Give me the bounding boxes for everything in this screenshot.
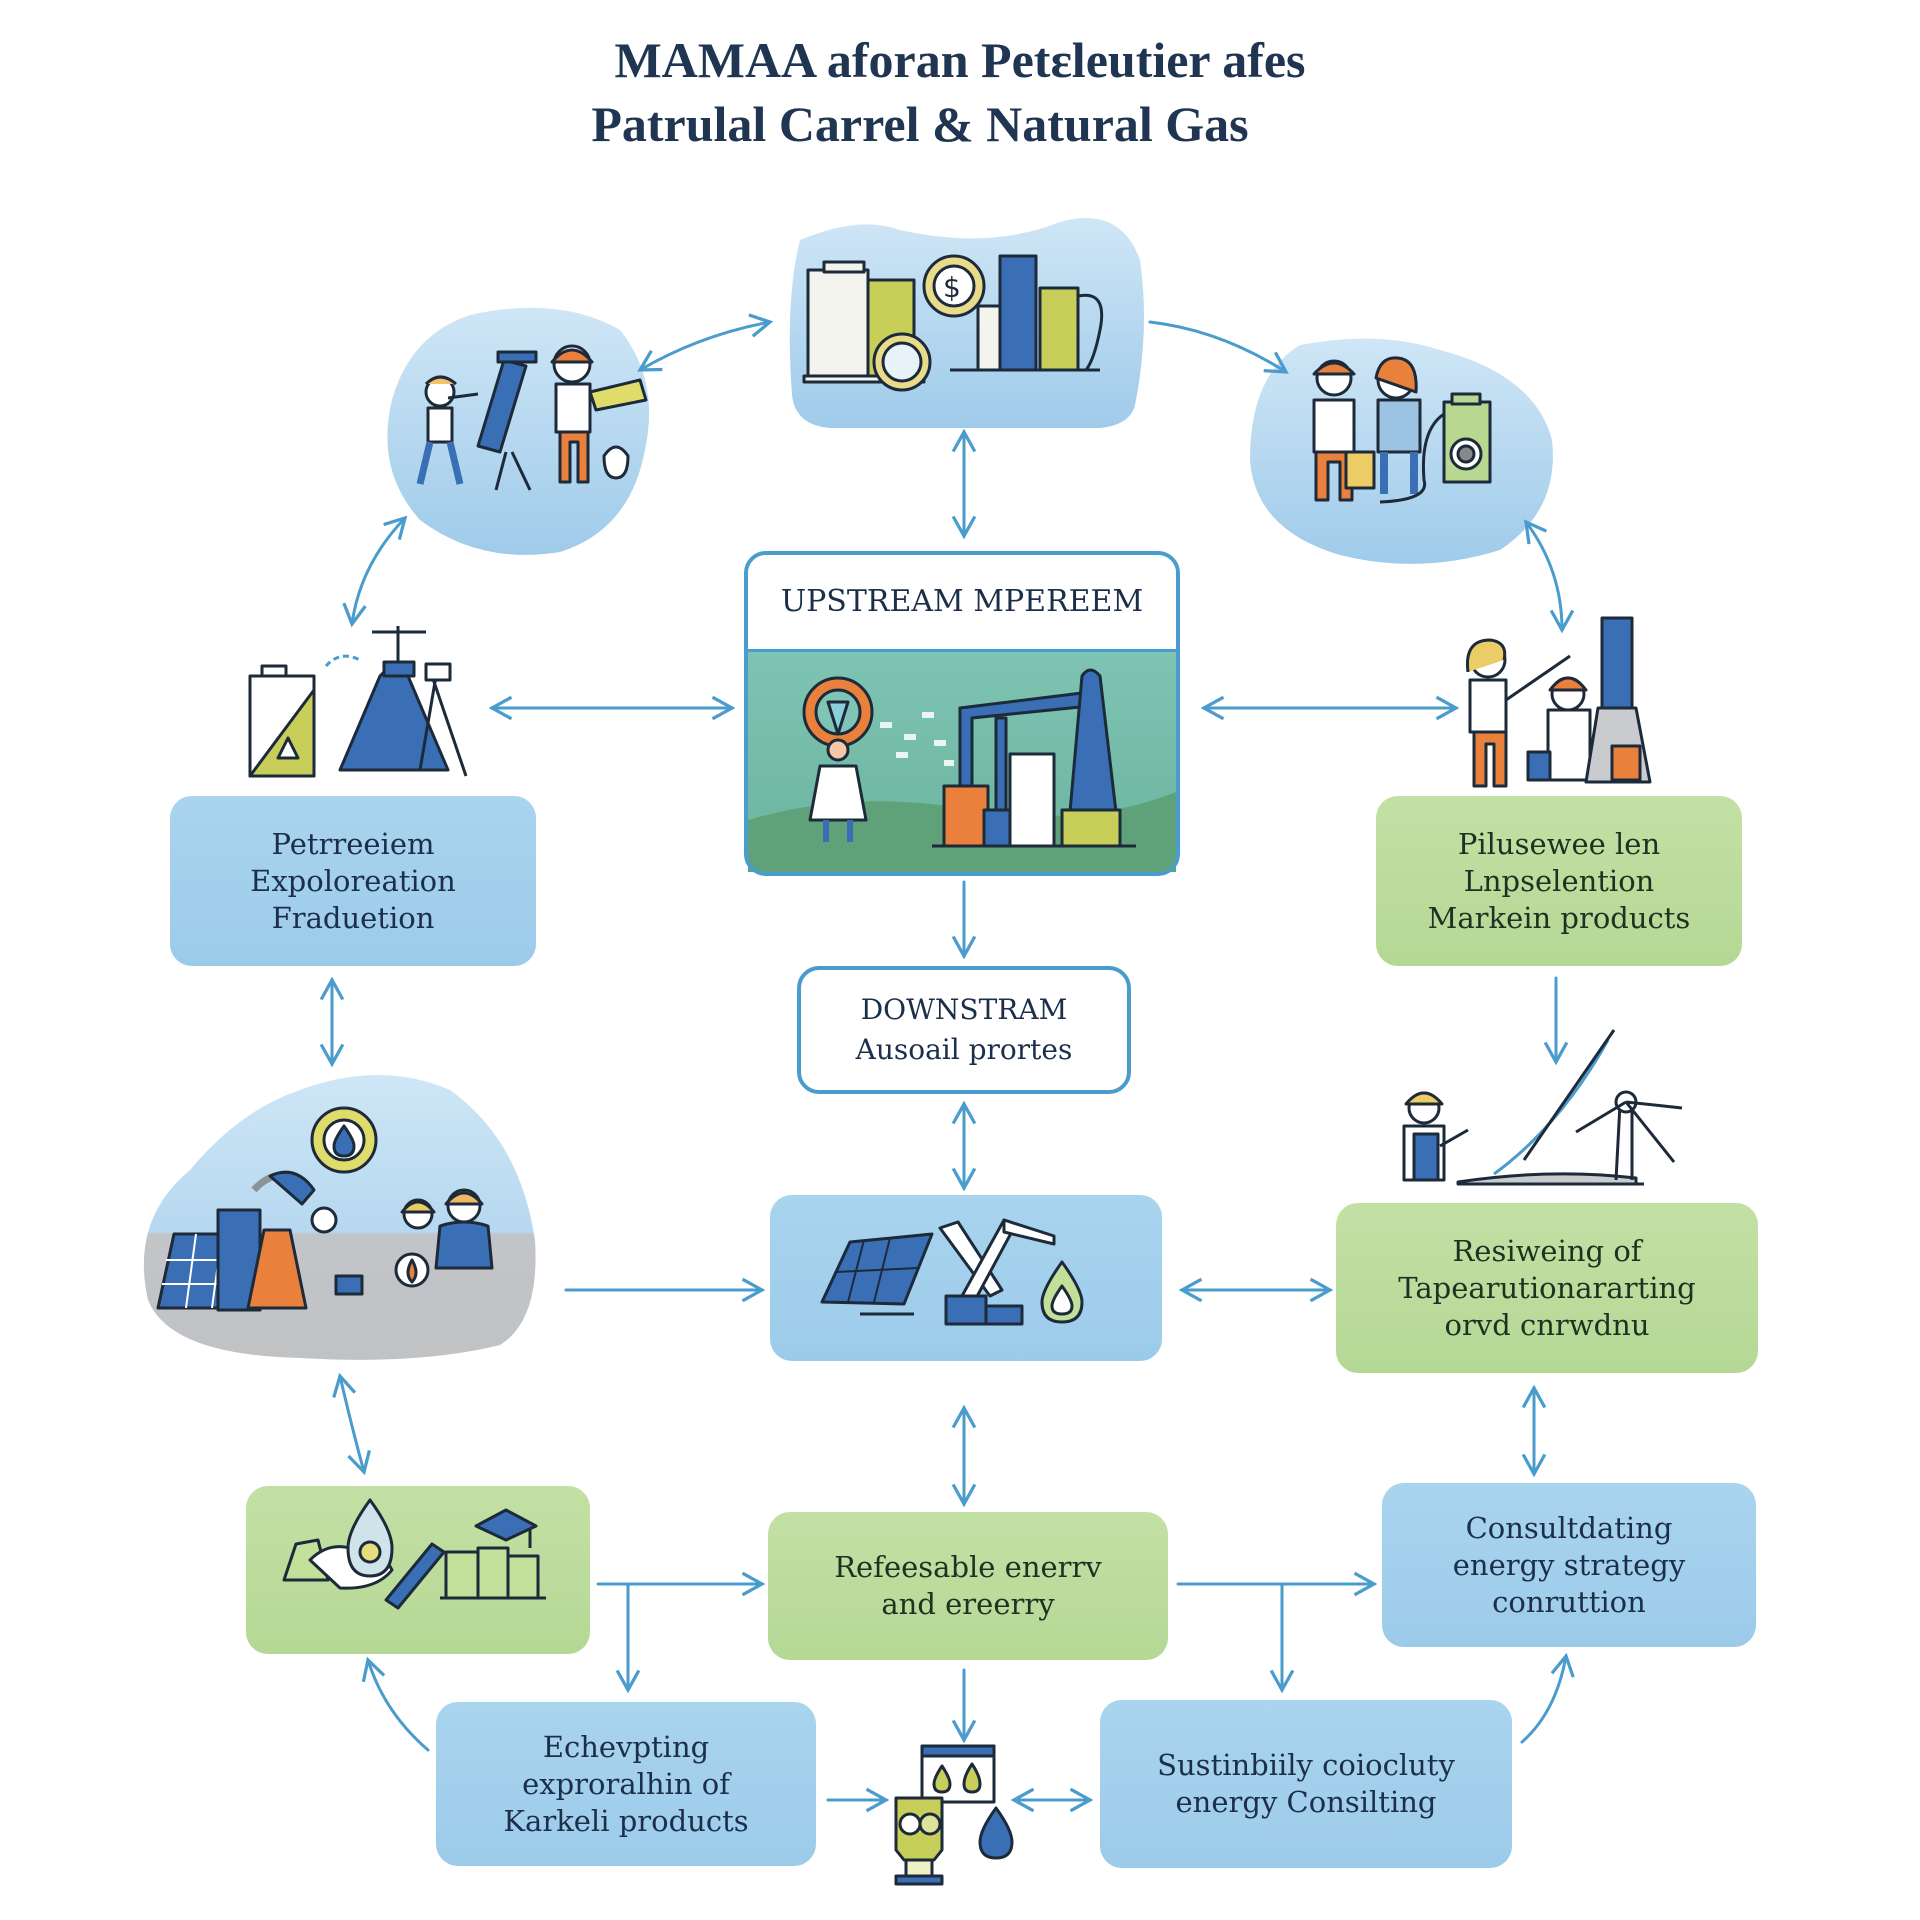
drilling-rig-illustration: [248, 626, 468, 778]
arrow-explore-education: [361, 1656, 430, 1752]
box-line: exproralhin of: [522, 1766, 730, 1801]
refinery-solar-illustration: [156, 1106, 494, 1312]
blob-exploration: [387, 307, 650, 555]
retail-workers-illustration: [1312, 356, 1492, 504]
box-line: Fraduetion: [271, 900, 435, 935]
arrow-retail-engineer: [1523, 519, 1575, 634]
reviewing-transportation-box[interactable]: Resiweing of Tapearutionararting orvd cn…: [1336, 1203, 1758, 1373]
downstream-subtitle: Ausoail prortes: [855, 1033, 1073, 1066]
droplet-icon: [332, 1124, 356, 1158]
arrow-sustain-consulting: [1520, 1652, 1575, 1744]
box-line: energy Consilting: [1175, 1785, 1437, 1819]
blob-finance: [789, 217, 1144, 428]
arrow-explore-finance: [637, 313, 774, 372]
warning-icon: [276, 736, 300, 760]
box-line: Pilusewee len: [1457, 826, 1661, 861]
blob-refinery: [143, 1075, 536, 1360]
box-line: Lnpselention: [1463, 863, 1655, 898]
solar-pumpjack-box[interactable]: [770, 1195, 1162, 1361]
upstream-box[interactable]: UPSTREAM MPEREEM: [744, 551, 1180, 876]
arrow-explore-rig: [342, 515, 408, 628]
petroleum-exploration-box[interactable]: Petrreeiem Expoloreation Fraduetion: [170, 796, 536, 966]
arrow-refinery-education: [332, 1372, 371, 1476]
exploration-team-illustration: [416, 344, 648, 491]
box-line: orvd cnrwdnu: [1444, 1307, 1650, 1342]
consulting-strategy-box[interactable]: Consultdating energy strategy conruttion: [1382, 1483, 1756, 1647]
upstream-header: UPSTREAM MPEREEM: [748, 555, 1176, 652]
dollar-coin-icon: $: [943, 271, 961, 304]
renewable-energy-box[interactable]: Refeesable enerrv and ereerry: [768, 1512, 1168, 1660]
sustainability-consulting-box[interactable]: Sustinbiily coiocluty energy Consilting: [1100, 1700, 1512, 1868]
oil-dispenser-illustration: [894, 1744, 1014, 1886]
box-line: and ereerry: [881, 1587, 1055, 1621]
box-line: Tapearutionararting: [1398, 1270, 1696, 1305]
downstream-title: DOWNSTRAM: [860, 993, 1068, 1026]
marketing-products-box[interactable]: Pilusewee len Lnpselention Markein produ…: [1376, 796, 1742, 966]
arrow-finance-retail: [1148, 320, 1289, 374]
exploration-market-box[interactable]: Echevpting exproralhin of Karkeli produc…: [436, 1702, 816, 1866]
finance-buildings-illustration: $: [802, 254, 1104, 392]
engineer-presentation-illustration: [1465, 616, 1652, 788]
droplet-icon: [978, 1806, 1014, 1860]
box-line: Echevpting: [542, 1729, 710, 1764]
box-line: Consultdating: [1465, 1510, 1673, 1545]
diagram-title-line1: MAMAA aforan Petɛleutier afes: [614, 32, 1306, 88]
box-line: Karkeli products: [503, 1803, 749, 1838]
blob-retail: [1250, 338, 1553, 564]
diagram-title-line2: Patrulal Carrel & Natural Gas: [591, 96, 1249, 152]
box-line: energy strategy: [1452, 1547, 1686, 1582]
box-line: Refeesable enerrv: [834, 1550, 1102, 1584]
education-handshake-box[interactable]: [246, 1486, 590, 1654]
box-line: Expoloreation: [250, 863, 456, 898]
box-line: Petrreeiem: [271, 826, 435, 861]
worker-wind-turbine-illustration: [1402, 1029, 1683, 1186]
box-line: conruttion: [1492, 1584, 1646, 1619]
box-line: Sustinbiily coiocluty: [1157, 1748, 1455, 1782]
box-line: Markein products: [1427, 900, 1691, 935]
downstream-box[interactable]: DOWNSTRAM Ausoail prortes: [797, 966, 1131, 1094]
box-line: Resiweing of: [1452, 1233, 1642, 1268]
